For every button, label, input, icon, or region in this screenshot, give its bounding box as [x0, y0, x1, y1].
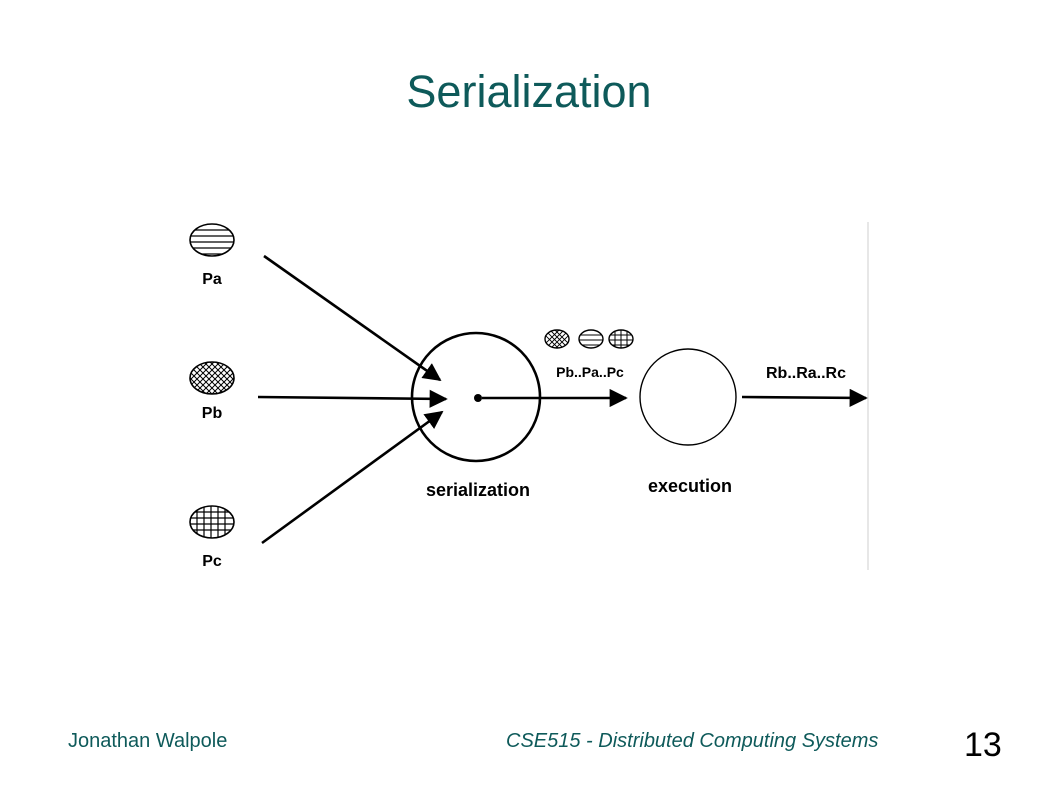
input-pc-label: Pc [202, 553, 222, 570]
output-label: Rb..Ra..Rc [766, 365, 846, 382]
arrow-pa [263, 254, 442, 382]
arrow-output [741, 388, 868, 407]
serialization-center-dot [474, 394, 482, 402]
author-footer: Jonathan Walpole [68, 730, 228, 752]
execution-label: execution [648, 476, 732, 496]
queue-label: Pb..Pa..Pc [556, 364, 624, 380]
input-pb-symbol [189, 361, 235, 395]
input-pa-symbol [189, 223, 235, 257]
input-pc-symbol [189, 505, 235, 539]
queue-symbols [544, 329, 634, 349]
serialization-label: serialization [426, 480, 530, 500]
course-footer: CSE515 - Distributed Computing Systems [506, 730, 879, 752]
slide-title: Serialization [406, 66, 652, 117]
input-pb-label: Pb [202, 405, 223, 422]
arrow-pc [261, 410, 444, 545]
arrow-pb [257, 389, 448, 408]
input-pa-label: Pa [202, 271, 222, 288]
page-number: 13 [964, 726, 1002, 764]
execution-node [639, 348, 737, 446]
